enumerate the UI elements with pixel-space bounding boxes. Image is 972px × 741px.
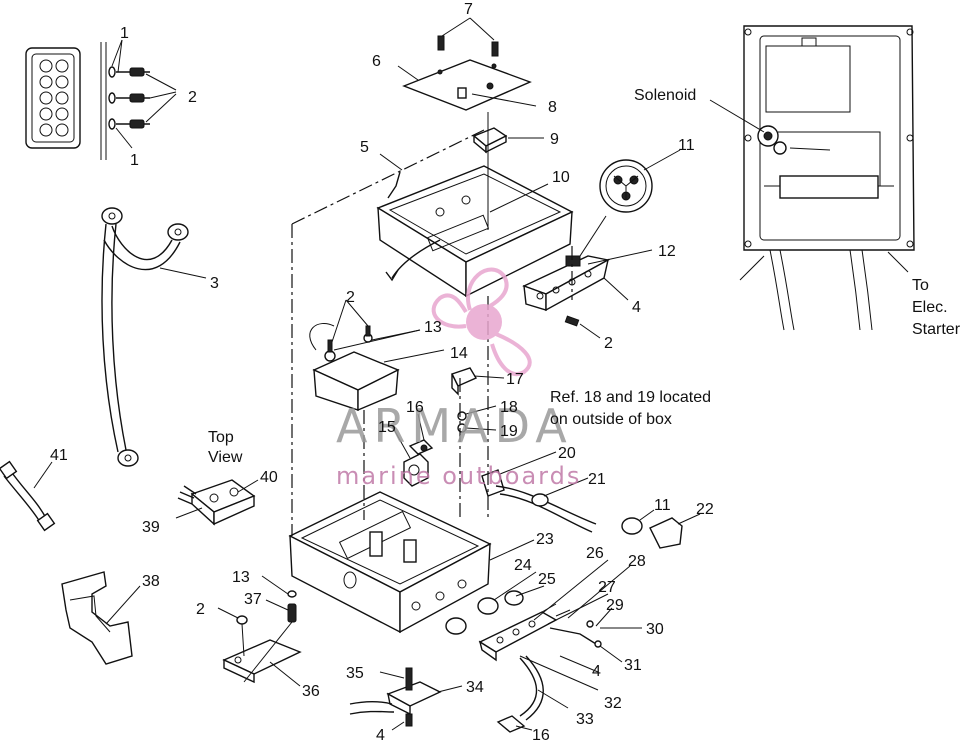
callout-8: 8 [548,99,557,116]
upper-box-lid [376,112,574,298]
callout-20: 20 [558,445,576,462]
callout-13: 13 [424,319,442,336]
callout-2: 2 [188,89,197,106]
callout-21: 21 [588,471,606,488]
callout-30: 30 [646,621,664,638]
solenoid-label: Solenoid [634,87,696,104]
callout-1: 1 [130,152,139,169]
watermark-tagline: marine outboards [336,462,581,490]
top-view-label-1: Top [208,429,234,446]
jumper-wire [0,460,56,532]
watermark-logo-blade-right [490,332,532,376]
callout-37: 37 [244,591,262,608]
terminal-block-detail [25,39,177,160]
callout-5: 5 [360,139,369,156]
callout-31: 31 [624,657,642,674]
watermark-logo-center [466,304,502,340]
elec-label: Elec. [912,299,948,316]
rectifier-top-view [175,479,259,526]
callout-6: 6 [372,53,381,70]
watermark-logo-blade-left [431,293,468,329]
callout-7: 7 [464,1,473,18]
armada-watermark: ARMADA marine outboards [336,267,581,490]
callout-38: 38 [142,573,160,590]
solenoid-box-detail [709,25,915,331]
callout-9: 9 [550,131,559,148]
callout-28: 28 [628,553,646,570]
callout-36: 36 [302,683,320,700]
callout-41: 41 [50,447,68,464]
grommet-detail [599,149,681,213]
ref-note-line-1: Ref. 18 and 19 located [550,389,711,406]
callout-22: 22 [696,501,714,518]
mounting-bracket [61,571,141,665]
callout-29: 29 [606,597,624,614]
cover-plate-assembly [397,17,544,154]
callout-33: 33 [576,711,594,728]
callout-14: 14 [450,345,468,362]
callout-4: 4 [376,727,385,741]
starter-terminal [349,667,463,731]
callout-2: 2 [196,601,205,618]
lower-electrical-box [288,491,535,634]
callout-2: 2 [604,335,613,352]
callout-19: 19 [500,423,518,440]
callout-18: 18 [500,399,518,416]
callout-4: 4 [592,663,601,680]
callout-32: 32 [604,695,622,712]
battery-cable [101,207,207,467]
callout-13: 13 [232,569,250,586]
callout-10: 10 [552,169,570,186]
callout-3: 3 [210,275,219,292]
starter-label: Starter [912,321,961,338]
callout-23: 23 [536,531,554,548]
callout-35: 35 [346,665,364,682]
callout-11: 11 [678,137,695,154]
lower-connector-parts [445,559,642,733]
ref-note-line-2: on outside of box [550,411,672,428]
callout-17: 17 [506,371,524,388]
callout-labels: 1 1 2 2 2 2 3 4 4 4 5 6 7 8 9 10 11 11 1… [50,1,714,741]
callout-16: 16 [532,727,550,741]
to-label: To [912,277,929,294]
top-view-label-2: View [208,449,243,466]
callout-40: 40 [260,469,278,486]
callout-4: 4 [632,299,641,316]
diagram-notes: Solenoid To Elec. Starter Ref. 18 and 19… [208,87,961,466]
callout-12: 12 [658,243,676,260]
callout-16: 16 [406,399,424,416]
callout-27: 27 [598,579,616,596]
callout-15: 15 [378,419,396,436]
foot-bracket [217,575,302,687]
watermark-logo-blade-top [466,267,509,311]
callout-24: 24 [514,557,532,574]
callout-26: 26 [586,545,604,562]
callout-1: 1 [120,25,129,42]
watermark-brand: ARMADA [336,399,573,453]
callout-25: 25 [538,571,556,588]
relay-module [309,299,505,433]
callout-2: 2 [346,289,355,306]
callout-11: 11 [654,497,671,514]
callout-34: 34 [466,679,484,696]
callout-39: 39 [142,519,160,536]
plug-connector [621,509,701,549]
